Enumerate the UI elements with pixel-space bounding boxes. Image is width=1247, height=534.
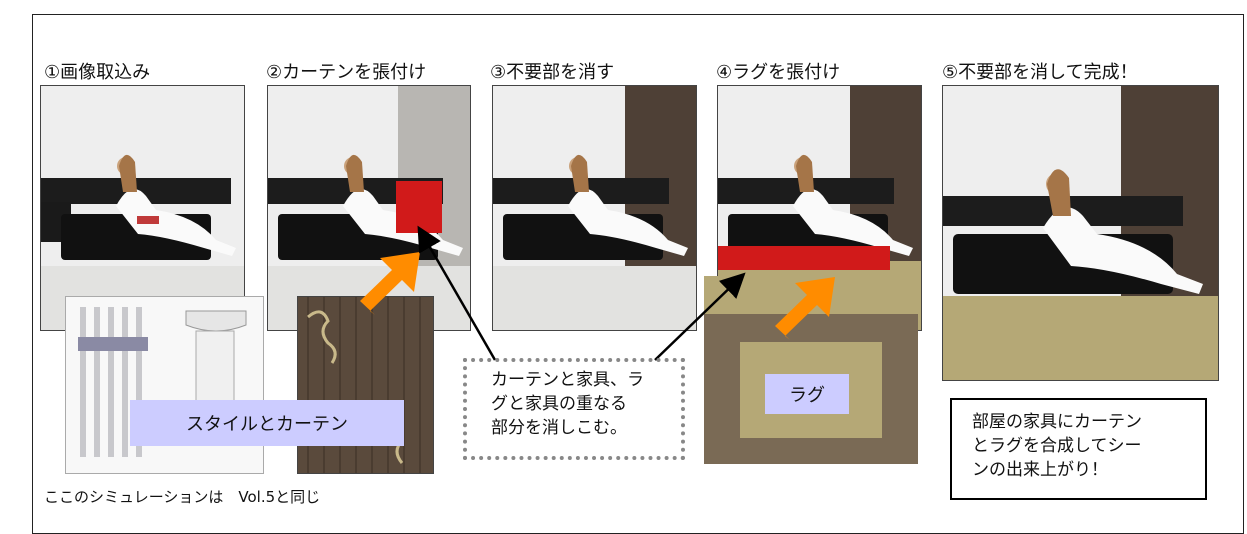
photo-step-3 — [492, 85, 697, 331]
step-title-5: ⑤不要部を消して完成！ — [942, 62, 1138, 83]
erase-note-callout: カーテンと家具、ラ グと家具の重なる 部分を消しこむ。 — [463, 358, 685, 460]
erase-note-line-2: グと家具の重なる — [491, 394, 627, 414]
style-curtain-label: スタイルとカーテン — [130, 400, 404, 446]
orange-arrow-curtain — [360, 252, 420, 315]
erase-note-line-3: 部分を消しこむ。 — [491, 418, 627, 438]
black-arrow-left — [417, 225, 497, 361]
arrows-overlay — [360, 225, 835, 361]
black-arrow-right — [654, 272, 746, 361]
step-title-2: ②カーテンを張付け — [266, 62, 427, 83]
complete-note-callout: 部屋の家具にカーテン とラグを合成してシー ンの出来上がり！ — [950, 398, 1207, 500]
step-title-1: ①画像取込み — [44, 62, 151, 83]
complete-note-line-1: 部屋の家具にカーテン — [972, 412, 1142, 432]
footnote: ここのシミュレーションは Vol.5と同じ — [44, 488, 321, 506]
step-title-4: ④ラグを張付け — [716, 62, 841, 83]
step-title-3: ③不要部を消す — [490, 62, 615, 83]
orange-arrow-rug — [775, 277, 835, 340]
rug-label: ラグ — [765, 374, 849, 414]
complete-note-line-2: とラグを合成してシー — [972, 436, 1142, 456]
erase-note-line-1: カーテンと家具、ラ — [491, 370, 644, 390]
complete-note-line-3: ンの出来上がり！ — [972, 460, 1108, 480]
photo-step-2 — [267, 85, 471, 331]
photo-step-5 — [942, 85, 1219, 381]
